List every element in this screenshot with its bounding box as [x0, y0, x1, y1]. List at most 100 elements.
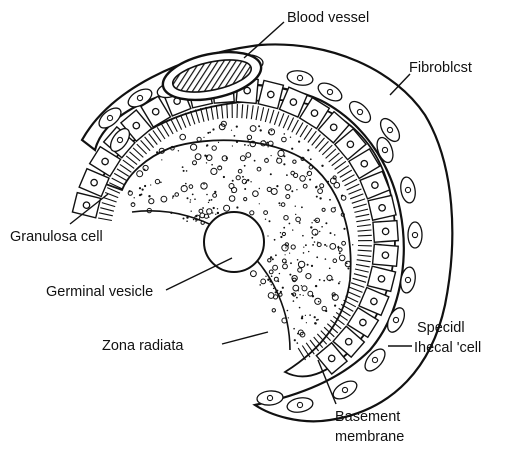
cytoplasm-granule — [278, 150, 284, 156]
cytoplasm-granule — [307, 171, 311, 175]
cytoplasm-granule — [329, 268, 331, 270]
cytoplasm-granule — [308, 291, 313, 296]
cytoplasm-granule — [285, 185, 291, 191]
cytoplasm-granule — [270, 256, 272, 258]
cytoplasm-granule — [183, 170, 185, 172]
cytoplasm-granule — [160, 182, 162, 184]
cytoplasm-granule — [321, 165, 323, 167]
cytoplasm-granule — [212, 212, 213, 213]
cytoplasm-granule — [265, 276, 266, 277]
cytoplasm-granule — [292, 229, 293, 230]
cytoplasm-granule — [236, 206, 238, 208]
cytoplasm-granule — [271, 275, 273, 277]
cytoplasm-granule — [191, 211, 192, 212]
cytoplasm-granule — [217, 212, 219, 214]
zona-striation — [100, 208, 114, 212]
cytoplasm-granule — [170, 212, 172, 214]
cytoplasm-granule — [144, 169, 146, 171]
cytoplasm-granule — [264, 211, 268, 215]
cytoplasm-granule — [339, 255, 345, 261]
label-blood-vessel: Blood vessel — [287, 10, 369, 26]
cytoplasm-granule — [150, 184, 151, 185]
cytoplasm-granule — [330, 244, 336, 250]
cytoplasm-granule — [293, 160, 296, 163]
cytoplasm-granule — [294, 339, 296, 341]
cytoplasm-granule — [139, 194, 141, 196]
cytoplasm-granule — [298, 268, 302, 272]
cytoplasm-granule — [334, 207, 335, 208]
zona-striation — [103, 198, 116, 203]
cytoplasm-granule — [226, 157, 228, 159]
cytoplasm-granule — [206, 145, 208, 147]
cytoplasm-granule — [325, 258, 327, 260]
cytoplasm-granule — [312, 244, 314, 246]
cytoplasm-granule — [295, 206, 296, 207]
cytoplasm-granule — [301, 206, 303, 208]
cytoplasm-granule — [186, 220, 188, 222]
cytoplasm-granule — [261, 279, 266, 284]
cytoplasm-granule — [329, 199, 331, 201]
cytoplasm-granule — [207, 132, 209, 134]
cytoplasm-granule — [299, 307, 301, 309]
cytoplasm-granule — [316, 256, 318, 258]
cytoplasm-granule — [271, 189, 277, 195]
cytoplasm-granule — [338, 246, 340, 248]
cytoplasm-granule — [172, 195, 174, 197]
cytoplasm-granule — [251, 271, 257, 277]
cytoplasm-granule — [242, 176, 244, 178]
cytoplasm-granule — [209, 132, 211, 134]
cytoplasm-granule — [282, 287, 284, 289]
cytoplasm-granule — [203, 137, 204, 138]
cytoplasm-granule — [305, 244, 307, 246]
cytoplasm-granule — [314, 316, 316, 318]
cytoplasm-granule — [274, 277, 278, 281]
cytoplasm-granule — [273, 288, 274, 289]
cytoplasm-granule — [269, 220, 271, 222]
cytoplasm-granule — [172, 197, 173, 198]
cytoplasm-granule — [206, 162, 207, 163]
cytoplasm-granule — [185, 183, 187, 185]
cytoplasm-granule — [232, 187, 237, 192]
cytoplasm-granule — [277, 158, 282, 163]
cytoplasm-granule — [333, 259, 337, 263]
cytoplasm-granule — [315, 298, 321, 304]
cytoplasm-granule — [299, 294, 300, 295]
cytoplasm-granule — [242, 179, 246, 183]
cytoplasm-granule — [245, 157, 247, 159]
cytoplasm-granule — [211, 168, 217, 174]
cytoplasm-granule — [192, 194, 194, 196]
cytoplasm-granule — [265, 159, 269, 163]
cytoplasm-granule — [190, 199, 191, 200]
cytoplasm-granule — [323, 280, 325, 282]
cytoplasm-granule — [267, 235, 268, 236]
cytoplasm-granule — [314, 220, 316, 222]
cytoplasm-granule — [207, 209, 212, 214]
cytoplasm-granule — [307, 149, 309, 151]
cytoplasm-granule — [347, 268, 349, 270]
cytoplasm-granule — [293, 294, 295, 296]
cytoplasm-granule — [212, 128, 214, 130]
granulosa-cell — [373, 244, 399, 266]
cytoplasm-granule — [194, 198, 196, 200]
cytoplasm-granule — [129, 190, 131, 192]
cytoplasm-granule — [247, 179, 249, 181]
cytoplasm-granule — [202, 207, 204, 209]
cytoplasm-granule — [224, 205, 230, 211]
cytoplasm-granule — [307, 264, 309, 266]
cytoplasm-granule — [286, 195, 290, 199]
cytoplasm-granule — [280, 232, 281, 233]
cytoplasm-granule — [246, 153, 251, 158]
cytoplasm-granule — [271, 284, 272, 285]
thecal-cell — [408, 222, 422, 248]
cytoplasm-granule — [268, 259, 271, 262]
cytoplasm-granule — [339, 252, 341, 254]
cytoplasm-granule — [187, 197, 189, 199]
label-special-thecal-line1: Specidl — [417, 320, 465, 336]
cytoplasm-granule — [195, 220, 197, 222]
cytoplasm-granule — [244, 188, 246, 190]
cytoplasm-granule — [346, 262, 348, 264]
cytoplasm-granule — [269, 281, 271, 283]
cytoplasm-granule — [232, 145, 233, 146]
cytoplasm-granule — [309, 166, 313, 170]
cytoplasm-granule — [316, 196, 318, 198]
